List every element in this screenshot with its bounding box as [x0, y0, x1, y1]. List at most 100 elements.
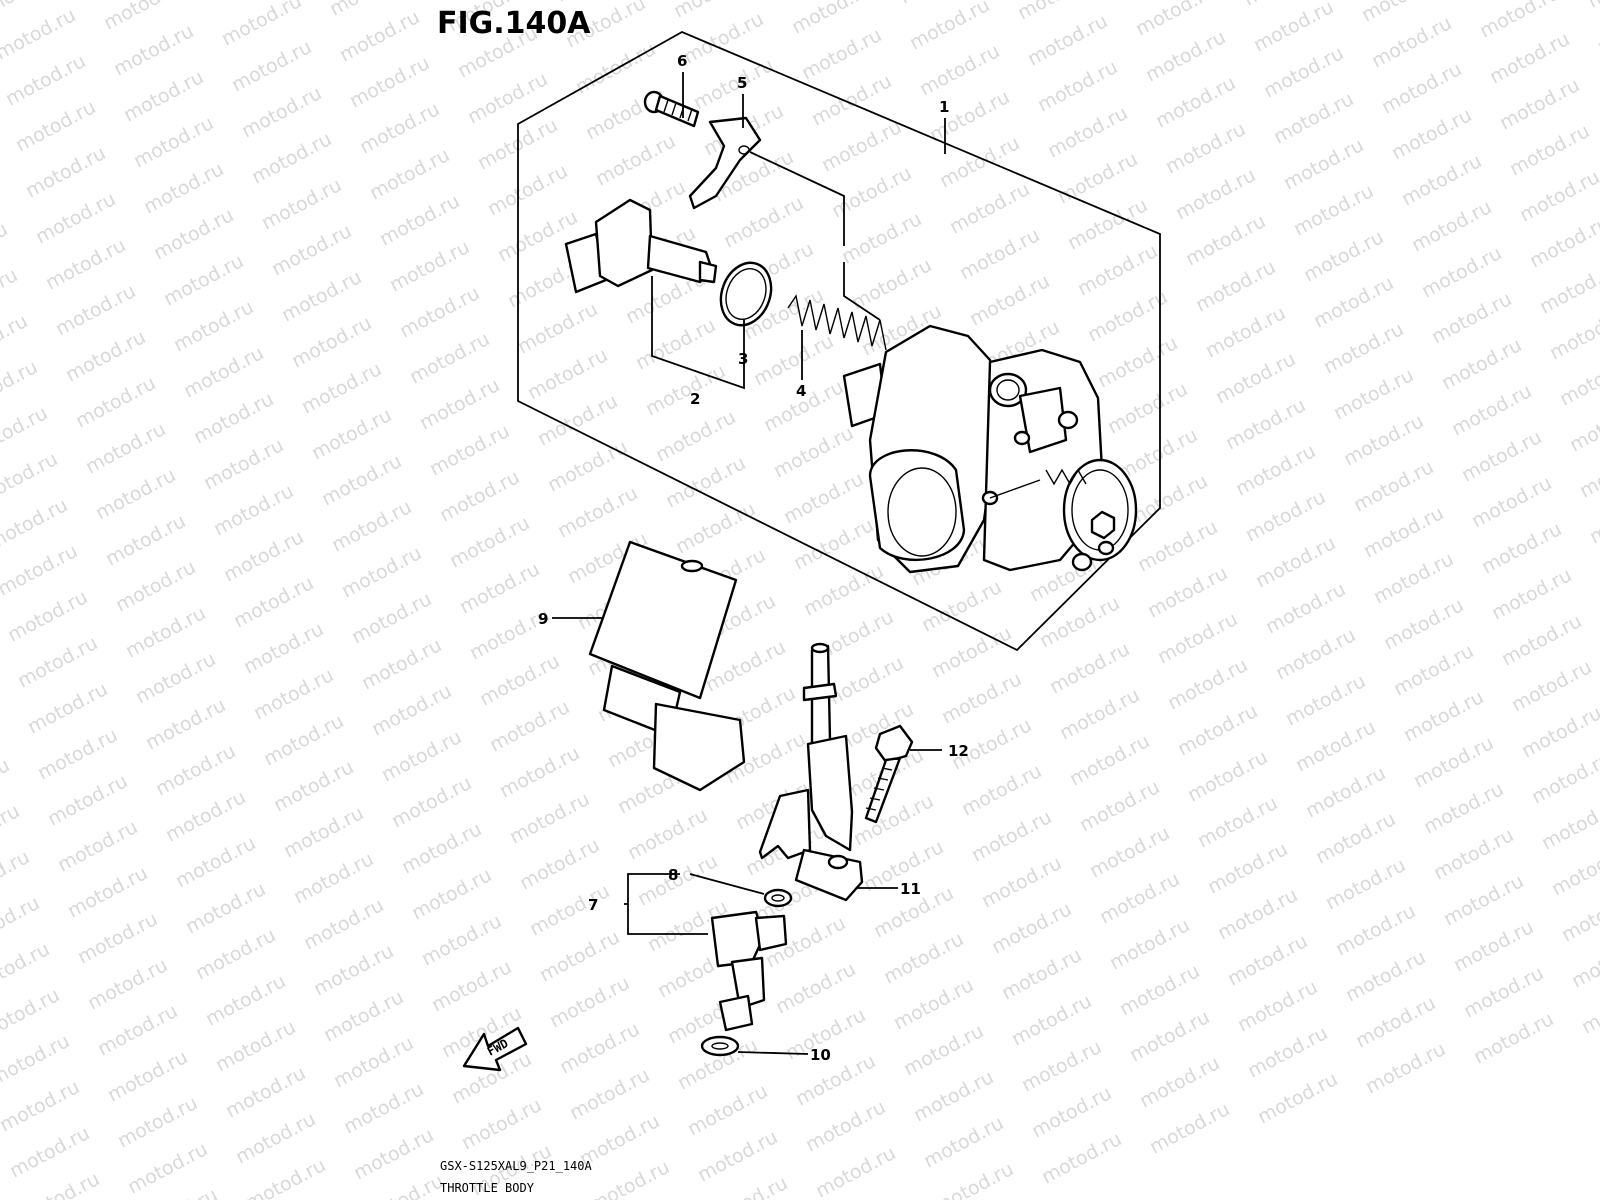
- watermark-text: motod.ru: [200, 434, 287, 494]
- watermark-text: motod.ru: [330, 1032, 417, 1092]
- watermark-text: motod.ru: [162, 786, 249, 846]
- watermark-text: motod.ru: [340, 1078, 427, 1138]
- watermark-text: motod.ru: [1254, 1068, 1341, 1128]
- watermark-text: motod.ru: [14, 632, 101, 692]
- watermark-text: motod.ru: [416, 374, 503, 434]
- watermark-text: motod.ru: [12, 96, 99, 156]
- watermark-text: motod.ru: [130, 112, 217, 172]
- watermark-text: motod.ru: [1438, 334, 1525, 394]
- watermark-text: motod.ru: [84, 954, 171, 1014]
- watermark-text: motod.ru: [1202, 302, 1289, 362]
- watermark-text: motod.ru: [526, 880, 613, 940]
- watermark-text: motod.ru: [1074, 240, 1161, 300]
- watermark-text: motod.ru: [1352, 992, 1439, 1052]
- watermark-text: motod.ru: [1172, 164, 1259, 224]
- watermark-text: motod.ru: [484, 160, 571, 220]
- watermark-text: motod.ru: [22, 142, 109, 202]
- watermark-text: motod.ru: [1262, 578, 1349, 638]
- watermark-text: motod.ru: [800, 560, 887, 620]
- watermark-text: motod.ru: [936, 132, 1023, 192]
- watermark-text: motod.ru: [1214, 884, 1301, 944]
- watermark-text: motod.ru: [318, 450, 405, 510]
- watermark-text: motod.ru: [406, 328, 493, 388]
- watermark-text: motod.ru: [1244, 1022, 1331, 1082]
- throttle-body-part: [842, 324, 1138, 574]
- watermark-text: motod.ru: [32, 188, 119, 248]
- watermark-text: motod.ru: [34, 724, 121, 784]
- watermark-text: motod.ru: [1164, 654, 1251, 714]
- watermark-text: motod.ru: [260, 710, 347, 770]
- watermark-text: motod.ru: [1458, 426, 1545, 486]
- watermark-text: motod.ru: [308, 404, 395, 464]
- watermark-text: motod.ru: [458, 1094, 545, 1154]
- watermark-text: motod.ru: [1028, 1082, 1115, 1142]
- watermark-text: motod.ru: [94, 1000, 181, 1060]
- watermark-text: motod.ru: [880, 928, 967, 988]
- watermark-text: motod.ru: [1420, 778, 1507, 838]
- watermark-text: motod.ru: [336, 6, 423, 66]
- watermark-text: motod.ru: [772, 958, 859, 1018]
- watermark-text: motod.ru: [1094, 332, 1181, 392]
- watermark-text: motod.ru: [544, 436, 631, 496]
- fuel-joint-part: [758, 642, 864, 902]
- watermark-text: motod.ru: [1224, 930, 1311, 990]
- watermark-text: motod.ru: [456, 558, 543, 618]
- watermark-text: motod.ru: [1142, 26, 1229, 86]
- callout-6: 6: [677, 52, 687, 70]
- watermark-text: motod.ru: [428, 956, 515, 1016]
- watermark-text: motod.ru: [1302, 762, 1389, 822]
- watermark-text: motod.ru: [210, 480, 297, 540]
- washer-part: [763, 888, 793, 908]
- rubber-cap-part: [588, 540, 746, 792]
- watermark-text: motod.ru: [1104, 378, 1191, 438]
- watermark-text: motod.ru: [998, 944, 1085, 1004]
- watermark-text: motod.ru: [1300, 226, 1387, 286]
- callout-12: 12: [948, 742, 969, 760]
- watermark-text: motod.ru: [346, 52, 433, 112]
- watermark-text: motod.ru: [232, 1108, 319, 1168]
- watermark-text: motod.ru: [248, 128, 335, 188]
- watermark-text: motod.ru: [1212, 348, 1299, 408]
- watermark-text: motod.ru: [1400, 686, 1487, 746]
- watermark-text: motod.ru: [446, 512, 533, 572]
- watermark-text: motod.ru: [1222, 394, 1309, 454]
- callout-11: 11: [900, 880, 921, 898]
- watermark-text: motod.ru: [300, 894, 387, 954]
- callout-4: 4: [796, 382, 806, 400]
- watermark-text: motod.ru: [1312, 808, 1399, 868]
- watermark-text: motod.ru: [1152, 72, 1239, 132]
- watermark-text: motod.ru: [1204, 838, 1291, 898]
- watermark-text: motod.ru: [250, 664, 337, 724]
- watermark-text: motod.ru: [506, 788, 593, 848]
- watermark-text: motod.ru: [1496, 74, 1583, 134]
- watermark-text: motod.ru: [1084, 286, 1171, 346]
- sensor-part: [564, 198, 718, 294]
- watermark-text: motod.ru: [368, 680, 455, 740]
- callout-7: 7: [588, 896, 598, 914]
- watermark-text: motod.ru: [238, 82, 325, 142]
- watermark-text: motod.ru: [672, 498, 759, 558]
- watermark-text: motod.ru: [62, 326, 149, 386]
- watermark-text: motod.ru: [1124, 470, 1211, 530]
- watermark-text: motod.ru: [1320, 318, 1407, 378]
- figure-code: GSX-S125XAL9_P21_140A: [440, 1159, 592, 1173]
- watermark-text: motod.ru: [566, 1064, 653, 1124]
- watermark-text: motod.ru: [818, 116, 905, 176]
- watermark-text: motod.ru: [1506, 120, 1593, 180]
- callout-8: 8: [668, 866, 678, 884]
- watermark-text: motod.ru: [802, 1096, 889, 1156]
- watermark-text: motod.ru: [1018, 1036, 1105, 1096]
- watermark-text: motod.ru: [1146, 1098, 1233, 1158]
- bracket-part: [688, 116, 762, 210]
- watermark-text: motod.ru: [1038, 1128, 1125, 1188]
- watermark-text: motod.ru: [1126, 1006, 1213, 1066]
- watermark-text: motod.ru: [850, 790, 937, 850]
- watermark-text: motod.ru: [554, 482, 641, 542]
- watermark-text: motod.ru: [1270, 88, 1357, 148]
- watermark-text: motod.ru: [916, 40, 1003, 100]
- watermark-text: motod.ru: [1174, 700, 1261, 760]
- watermark-text: motod.ru: [838, 208, 925, 268]
- watermark-text: motod.ru: [966, 270, 1053, 330]
- watermark-text: motod.ru: [988, 898, 1075, 958]
- watermark-text: motod.ru: [1360, 502, 1447, 562]
